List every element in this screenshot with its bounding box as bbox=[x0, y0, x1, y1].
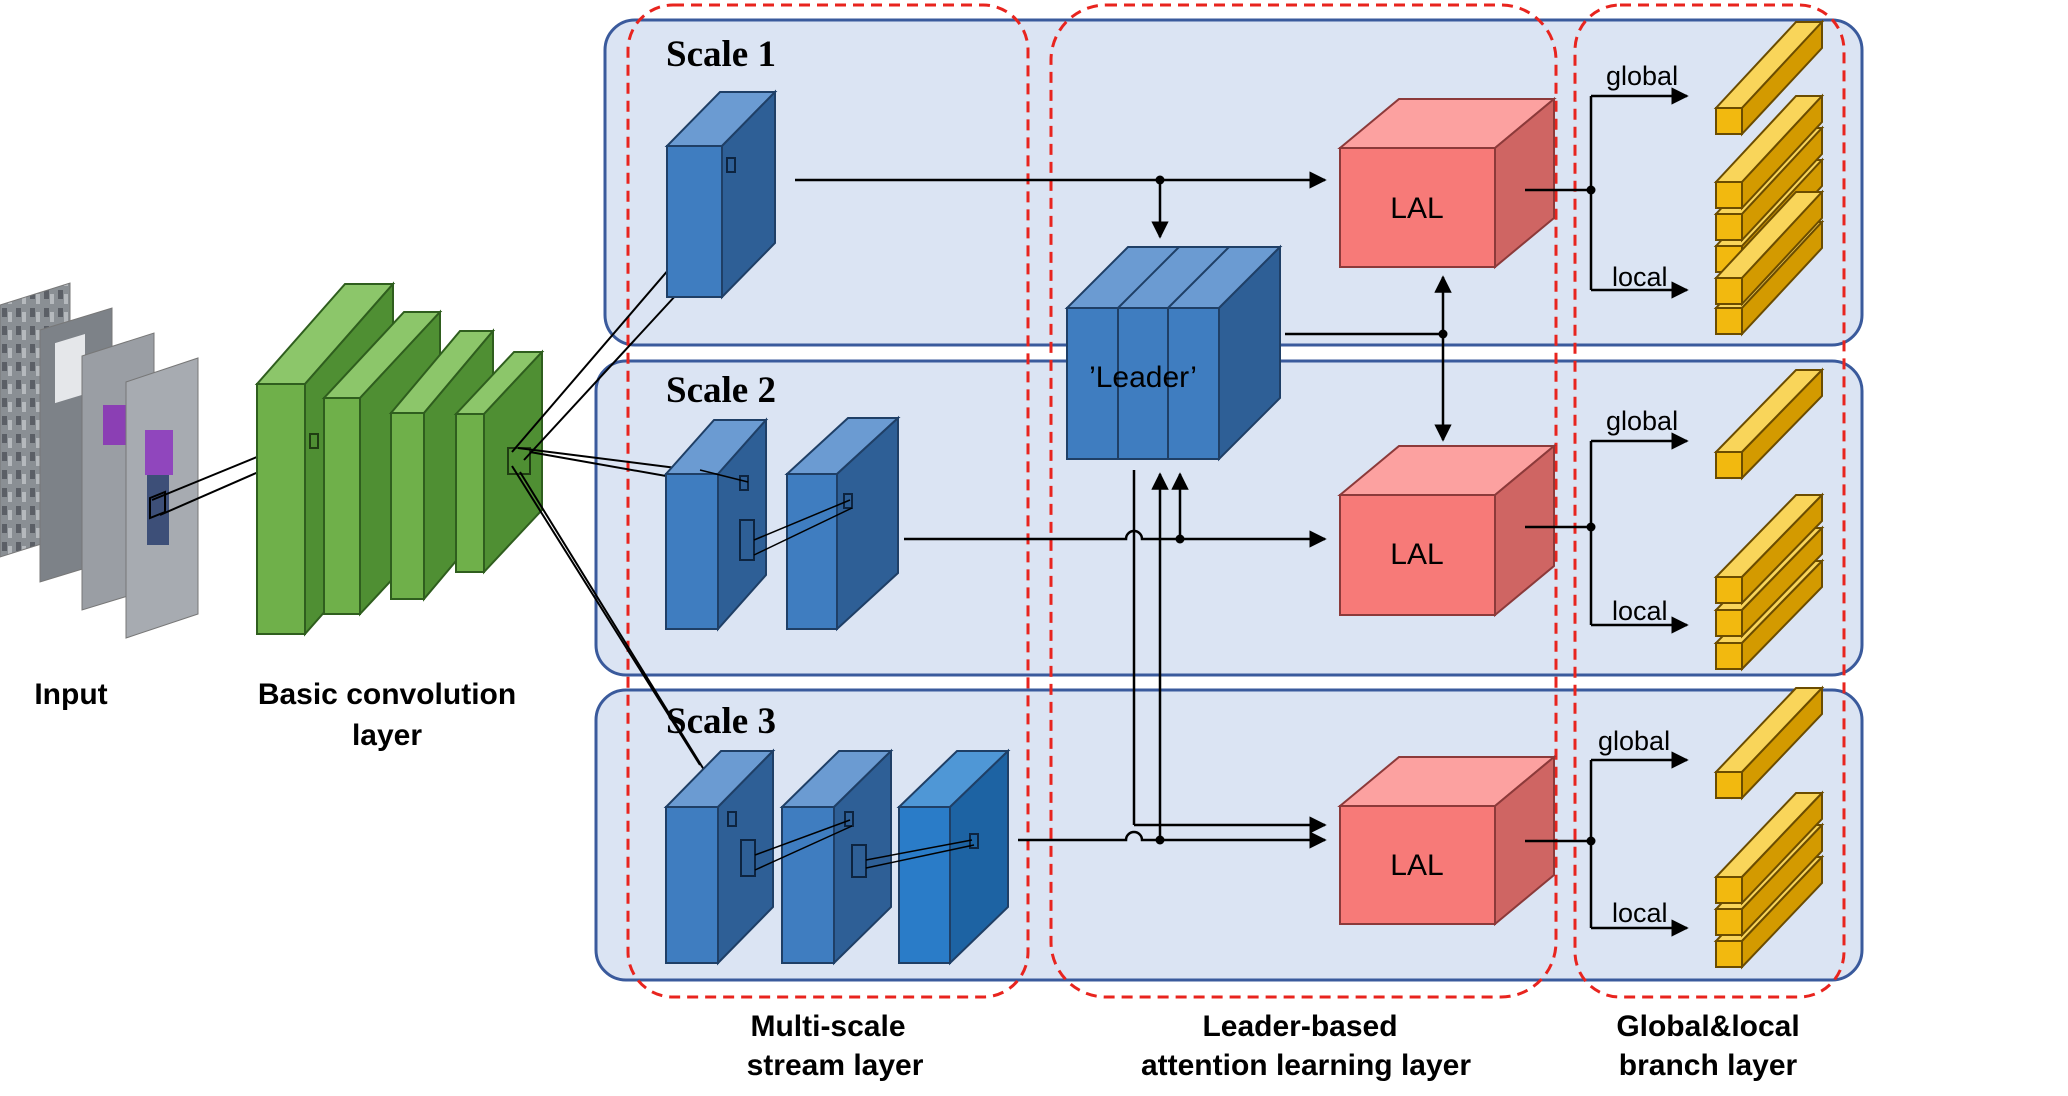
local-label-3: local bbox=[1612, 898, 1668, 928]
lal-label-2: LAL bbox=[1390, 538, 1443, 571]
leader-label: ’Leader’ bbox=[1089, 361, 1197, 394]
multi-scale-section-box bbox=[626, 3, 1030, 999]
lal-label-1: LAL bbox=[1390, 192, 1443, 225]
lal-box-scale-3 bbox=[1339, 805, 1496, 925]
leader-section-box bbox=[1049, 3, 1558, 999]
scale-2-title: Scale 2 bbox=[666, 370, 776, 411]
global-label-3: global bbox=[1598, 726, 1670, 756]
lal-label-3: LAL bbox=[1390, 849, 1443, 882]
leader-cube bbox=[1066, 307, 1220, 460]
scale-1-title: Scale 1 bbox=[666, 34, 776, 75]
scale-3-feature-block-2 bbox=[781, 806, 835, 964]
conv-label-line-1: Basic convolution bbox=[258, 678, 516, 711]
scale-1-feature-block bbox=[666, 145, 723, 298]
scale-2-global-bar bbox=[1713, 367, 1825, 481]
basic-convolution-cubes bbox=[254, 281, 545, 637]
global-label-2: global bbox=[1606, 406, 1678, 436]
leader-based-label-line-2: attention learning layer bbox=[1141, 1049, 1471, 1082]
lal-box-scale-1 bbox=[1339, 147, 1496, 268]
conv-label-line-2: layer bbox=[352, 719, 422, 752]
multi-scale-label-line-2: stream layer bbox=[747, 1049, 924, 1082]
global-local-label-line-2: branch layer bbox=[1619, 1049, 1798, 1082]
global-label-1: global bbox=[1606, 61, 1678, 91]
scale-3-local-bars bbox=[1713, 790, 1825, 970]
scale-3-feature-block-3 bbox=[898, 806, 951, 964]
global-local-label-line-1: Global&local bbox=[1616, 1010, 1799, 1043]
scale-2-local-bars bbox=[1713, 492, 1825, 672]
scale-3-title: Scale 3 bbox=[666, 701, 776, 742]
local-label-2: local bbox=[1612, 596, 1668, 626]
scale-3-global-bar bbox=[1713, 685, 1825, 801]
scale-2-feature-block-1 bbox=[665, 473, 719, 630]
scale-1-local-bars bbox=[1713, 93, 1825, 337]
lal-box-scale-2 bbox=[1339, 494, 1496, 616]
scale-2-feature-block-2 bbox=[786, 473, 838, 630]
input-images bbox=[0, 282, 199, 639]
scale-1-global-bar bbox=[1713, 19, 1825, 137]
input-label: Input bbox=[34, 678, 107, 711]
leader-based-label-line-1: Leader-based bbox=[1202, 1010, 1397, 1043]
scale-3-feature-block-1 bbox=[665, 806, 719, 964]
multi-scale-label-line-1: Multi-scale bbox=[750, 1010, 905, 1043]
local-label-1: local bbox=[1612, 262, 1668, 292]
